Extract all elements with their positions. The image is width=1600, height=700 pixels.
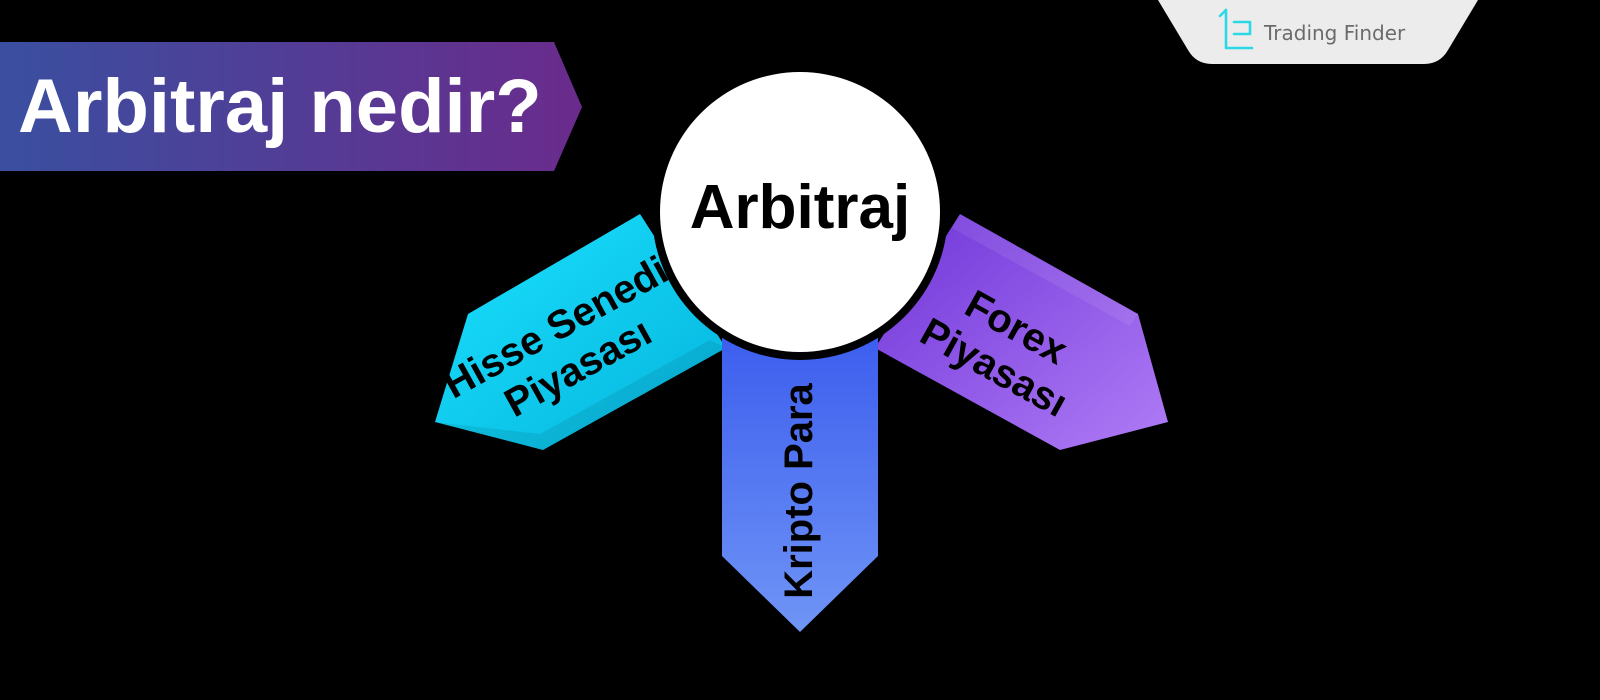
- brand-name[interactable]: Trading Finder: [1263, 21, 1406, 45]
- branch-crypto: Kripto Para: [722, 338, 878, 632]
- branch-stock-shade: [435, 340, 726, 450]
- center-node: Arbitraj: [652, 64, 948, 360]
- branch-forex-arrow: [875, 214, 1168, 450]
- brand-header: Trading Finder: [1158, 0, 1478, 64]
- center-circle: [660, 72, 940, 352]
- title-banner-shape: [0, 42, 582, 171]
- branch-stock-arrow: [435, 214, 726, 450]
- page-title: Arbitraj nedir?: [18, 64, 542, 149]
- branch-forex-market: Forex Piyasası: [875, 214, 1168, 450]
- branch-crypto-label: Kripto Para: [777, 382, 821, 598]
- branch-forex-shade: [952, 214, 1138, 326]
- center-label: Arbitraj: [690, 173, 910, 242]
- branch-crypto-arrow: [722, 338, 878, 632]
- title-banner: Arbitraj nedir?: [0, 42, 582, 171]
- trading-finder-logo-icon[interactable]: [1218, 8, 1254, 50]
